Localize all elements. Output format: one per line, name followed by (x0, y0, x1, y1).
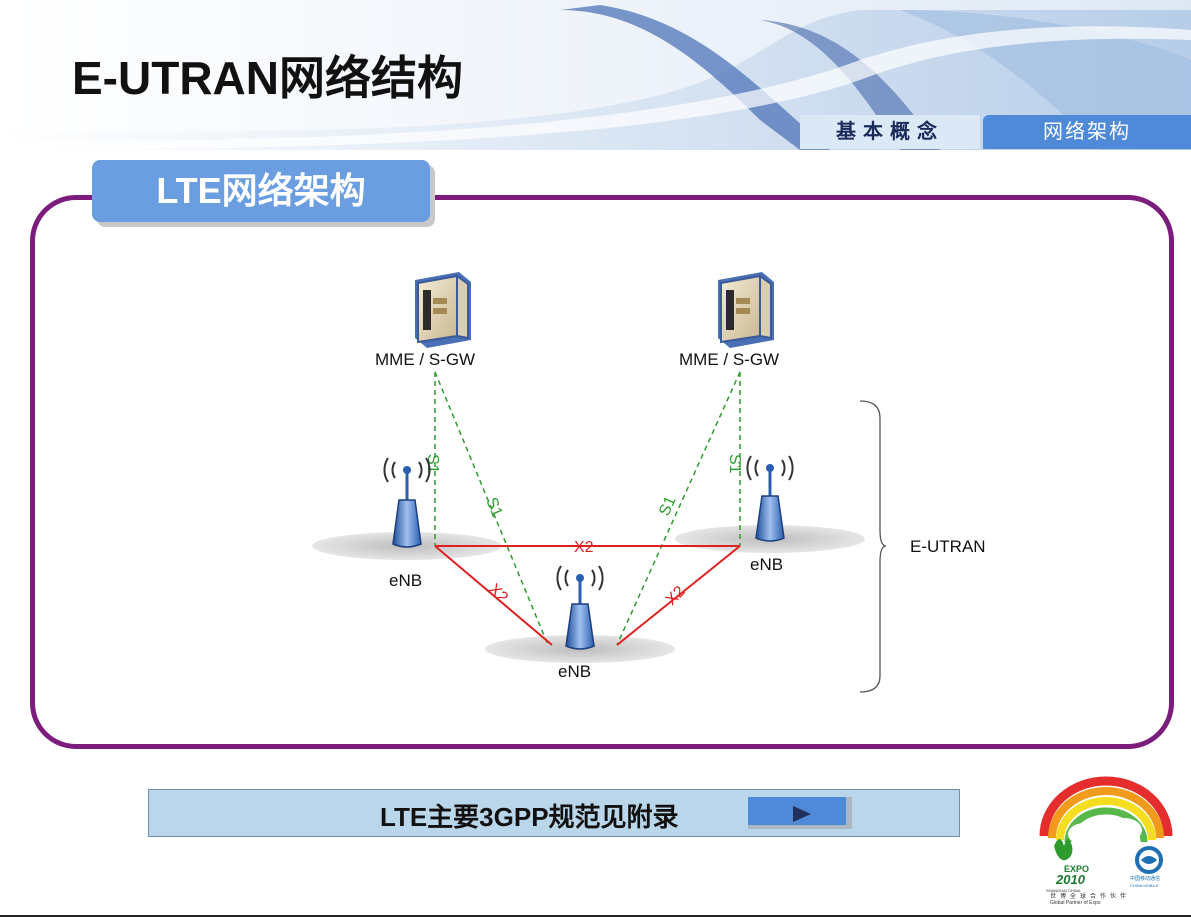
x2-label: X2 (574, 539, 594, 556)
e-utran-label: E-UTRAN (910, 537, 986, 556)
enb-label: eNB (750, 555, 783, 574)
logo-company-cn: 中国移动通信 (1130, 875, 1160, 882)
server-icon (718, 272, 774, 348)
play-icon (793, 806, 811, 822)
server-icon (415, 272, 471, 348)
expo-china-mobile-logo: EXPO 2010 SHANGHAI CHINA 中国移动通信 CHINA MO… (1036, 776, 1176, 906)
core-node-label: MME / S-GW (375, 350, 475, 369)
logo-year-text: 2010 (1055, 872, 1086, 887)
x2-label: X2 (485, 581, 511, 607)
logo-partner-en: Global Partner of Expo (1050, 900, 1101, 906)
logo-partner-cn: 世博全球合作伙伴 (1050, 892, 1130, 900)
s1-label: S1 (482, 495, 505, 520)
enb-label: eNB (558, 662, 591, 681)
bottom-divider (0, 915, 1191, 917)
logo-company-en: CHINA MOBILE (1130, 883, 1159, 888)
appendix-text: LTE主要3GPP规范见附录 (380, 797, 679, 834)
s1-label: S1 (424, 454, 441, 474)
s1-label: S1 (726, 454, 743, 474)
core-node-label: MME / S-GW (679, 350, 779, 369)
enb-label: eNB (389, 571, 422, 590)
e-utran-brace (860, 401, 886, 692)
